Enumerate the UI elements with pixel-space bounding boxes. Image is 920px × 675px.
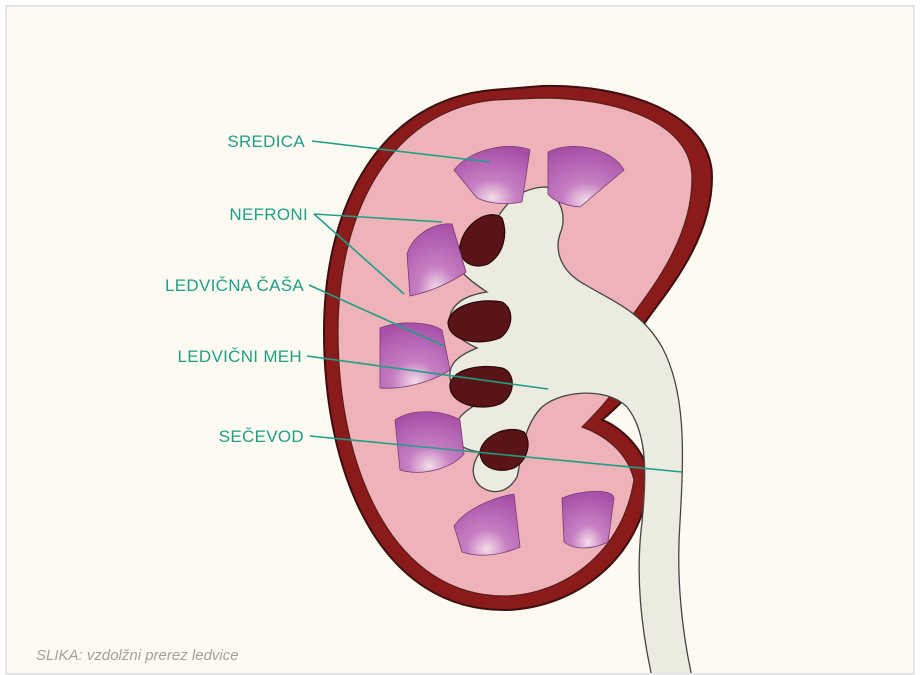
label-ledvicni-meh: LEDVIČNI MEH	[177, 347, 302, 366]
figure-caption: SLIKA: vzdolžni prerez ledvice	[36, 647, 239, 664]
label-sredica: SREDICA	[227, 132, 305, 151]
calyx-cavity-3	[450, 367, 512, 408]
label-ledvicna-casa: LEDVIČNA ČAŠA	[165, 276, 304, 295]
diagram-frame: SREDICA NEFRONI LEDVIČNA ČAŠA LEDVIČNI M…	[5, 5, 915, 675]
label-nefroni: NEFRONI	[229, 205, 308, 224]
label-secevod: SEČEVOD	[219, 427, 304, 446]
kidney-cross-section-diagram: SREDICA NEFRONI LEDVIČNA ČAŠA LEDVIČNI M…	[5, 5, 915, 675]
renal-pyramid-7	[562, 491, 614, 548]
